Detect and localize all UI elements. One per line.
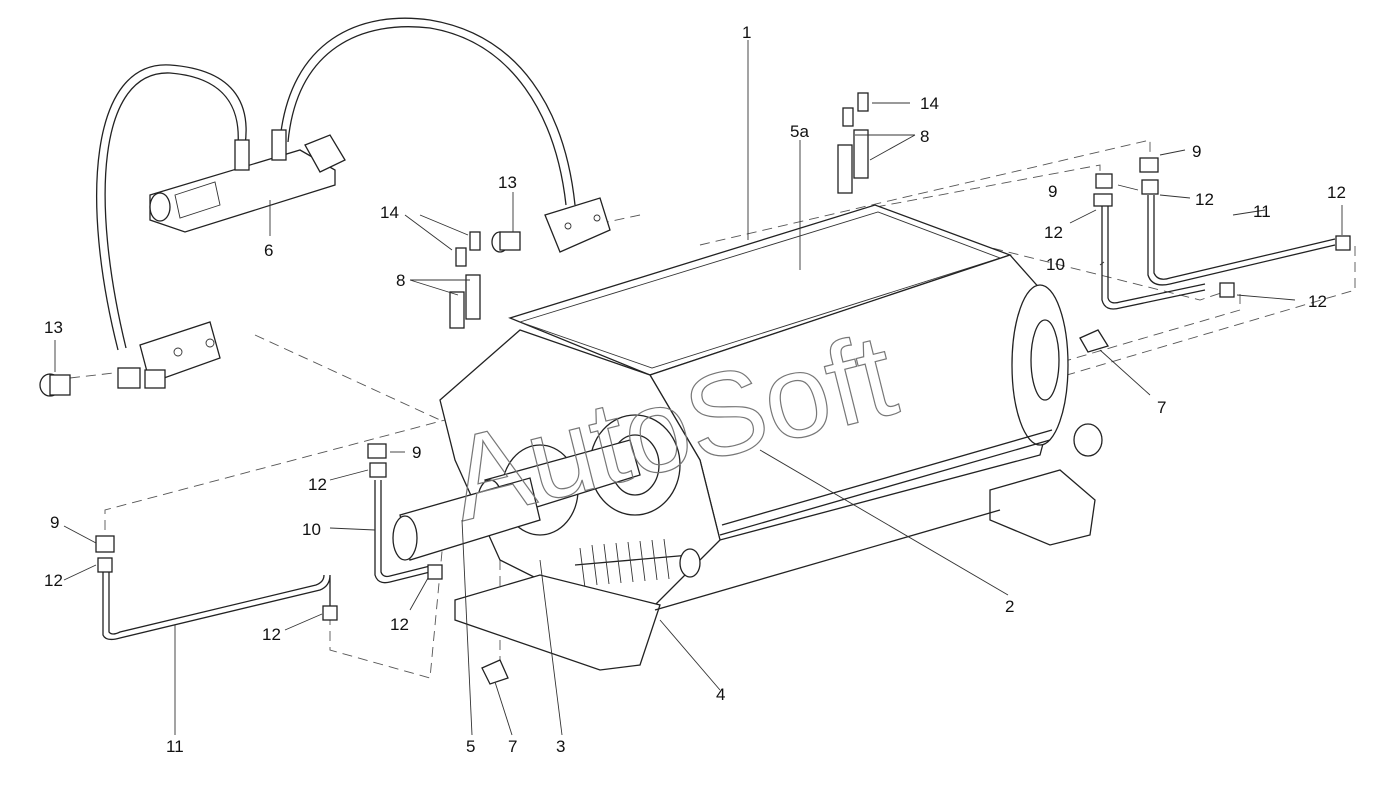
callout-13-left: 13 bbox=[44, 318, 63, 337]
callout-5a: 5a bbox=[790, 122, 809, 141]
plug-13-upper bbox=[491, 231, 521, 253]
plug-13-left bbox=[39, 373, 71, 397]
distributor-block-upper bbox=[544, 197, 611, 253]
callout-12-right-d: 12 bbox=[1308, 292, 1327, 311]
distributor-block-left bbox=[117, 321, 221, 389]
callout-8-right: 8 bbox=[920, 127, 929, 146]
callout-6: 6 bbox=[264, 241, 273, 260]
callout-12-left-b: 12 bbox=[44, 571, 63, 590]
callout-1: 1 bbox=[742, 23, 751, 42]
callout-9-right-b: 9 bbox=[1048, 182, 1057, 201]
callout-7-bottom: 7 bbox=[508, 737, 517, 756]
callout-5: 5 bbox=[466, 737, 475, 756]
fittings-left bbox=[449, 231, 481, 329]
fittings-right bbox=[837, 92, 869, 194]
callout-9-left-a: 9 bbox=[412, 443, 421, 462]
callout-10-left: 10 bbox=[302, 520, 321, 539]
assembly-dashed-lines bbox=[69, 139, 1356, 680]
callout-14-right: 14 bbox=[920, 94, 939, 113]
callout-12-left-d: 12 bbox=[262, 625, 281, 644]
callout-12-right-b: 12 bbox=[1327, 183, 1346, 202]
callout-10-right: 10 bbox=[1046, 255, 1065, 274]
pipes-left bbox=[95, 443, 443, 641]
callout-3: 3 bbox=[556, 737, 565, 756]
callout-13-upper: 13 bbox=[498, 173, 517, 192]
bracket-7-right bbox=[1079, 329, 1110, 353]
control-valve bbox=[149, 129, 346, 233]
callout-14-left: 14 bbox=[380, 203, 399, 222]
callout-12-left-a: 12 bbox=[308, 475, 327, 494]
callout-8-left: 8 bbox=[396, 271, 405, 290]
main-unit-body bbox=[392, 204, 1103, 671]
callout-12-right-a: 12 bbox=[1195, 190, 1214, 209]
spring bbox=[574, 538, 701, 589]
callout-11-left: 11 bbox=[166, 737, 184, 756]
callout-12-right-c: 12 bbox=[1044, 223, 1063, 242]
callout-9-right-a: 9 bbox=[1192, 142, 1201, 161]
bracket-7-bottom bbox=[481, 659, 509, 685]
callout-12-left-c: 12 bbox=[390, 615, 409, 634]
callout-labels: 1 5a 14 8 9 12 12 9 11 12 10 12 7 13 14 … bbox=[44, 23, 1346, 756]
hose-assembly bbox=[96, 17, 576, 351]
callout-7-right: 7 bbox=[1157, 398, 1166, 417]
pipes-right bbox=[1093, 157, 1351, 310]
callout-11-right: 11 bbox=[1253, 202, 1271, 221]
leader-lines bbox=[54, 40, 1343, 736]
callout-4: 4 bbox=[716, 685, 725, 704]
callout-2: 2 bbox=[1005, 597, 1014, 616]
callout-9-left-b: 9 bbox=[50, 513, 59, 532]
